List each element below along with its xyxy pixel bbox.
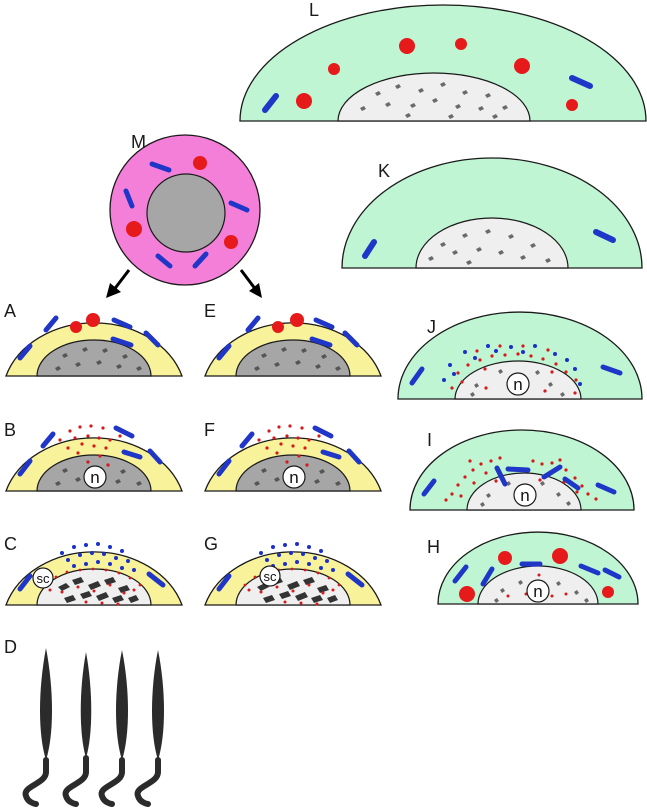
panel-k-chromatin bbox=[428, 229, 551, 265]
panel-c-chromosome-marks bbox=[48, 583, 136, 606]
panel-j: n J bbox=[397, 311, 643, 400]
panel-a-granules bbox=[70, 313, 100, 333]
panel-e-granules bbox=[272, 313, 304, 333]
panel-d-letter: D bbox=[4, 637, 17, 657]
panel-b-nucleolus bbox=[83, 465, 107, 489]
panel-m-rods bbox=[123, 161, 250, 269]
sperm-cell bbox=[22, 648, 52, 807]
arrow-to-a bbox=[106, 269, 131, 298]
panel-e-nucleus bbox=[235, 339, 351, 377]
panel-h-red-marks bbox=[506, 573, 568, 598]
panel-c-rods bbox=[17, 571, 166, 592]
panel-e-rods bbox=[216, 315, 360, 361]
panel-j-nucleolus-label: n bbox=[513, 375, 522, 394]
panel-b-red-dots bbox=[58, 424, 122, 467]
sperm-cell bbox=[134, 650, 164, 807]
panel-k: K bbox=[341, 157, 643, 269]
panel-b-nucleolus-label: n bbox=[90, 468, 99, 487]
panel-a-letter: A bbox=[4, 301, 16, 321]
panel-j-letter: J bbox=[427, 317, 436, 337]
panel-i-nucleolus-label: n bbox=[520, 486, 529, 505]
panel-l-granules bbox=[296, 38, 578, 111]
panel-e-letter: E bbox=[204, 301, 216, 321]
panel-k-letter: K bbox=[378, 161, 390, 181]
panel-k-cytoplasm bbox=[341, 157, 643, 269]
panel-c-letter: C bbox=[4, 534, 17, 554]
panel-j-chromatin bbox=[470, 369, 565, 397]
panel-f-nucleolus bbox=[282, 465, 306, 489]
panel-g-sc-label: sc bbox=[264, 569, 278, 584]
panel-a-nucleus bbox=[36, 339, 152, 377]
panel-b-letter: B bbox=[4, 420, 16, 440]
panel-i-red-dots bbox=[444, 456, 598, 502]
panel-k-nucleus bbox=[415, 217, 569, 269]
panel-l-cytoplasm bbox=[239, 4, 647, 122]
panel-h-nucleolus-label: n bbox=[533, 582, 542, 601]
sperm-cell bbox=[98, 650, 128, 807]
panel-j-cytoplasm bbox=[397, 311, 643, 400]
panel-g: sc G bbox=[204, 534, 382, 606]
panel-f-letter: F bbox=[204, 420, 215, 440]
panel-f-chromatin bbox=[254, 468, 341, 486]
arrow-to-e bbox=[239, 269, 262, 298]
panel-f-rods bbox=[216, 425, 362, 477]
panel-l-rods bbox=[262, 75, 593, 113]
panel-h-rods bbox=[452, 561, 622, 587]
panel-k-rods bbox=[362, 229, 616, 259]
sperm-cell bbox=[62, 652, 92, 807]
panel-c-sc-body bbox=[32, 567, 54, 589]
panel-i-letter: I bbox=[427, 430, 432, 450]
panel-b-rods bbox=[17, 425, 163, 477]
panel-a: A bbox=[4, 301, 183, 377]
panel-l-letter: L bbox=[309, 0, 319, 20]
panel-g-chromosome-marks bbox=[247, 583, 335, 606]
panel-j-nucleolus bbox=[506, 372, 530, 396]
panel-m-granules bbox=[126, 156, 238, 249]
panel-e-chromatin bbox=[254, 347, 341, 371]
panel-g-letter: G bbox=[204, 534, 218, 554]
panel-h: n H bbox=[427, 531, 639, 605]
panel-c-chromosomes bbox=[58, 577, 139, 603]
panel-f-red-dots bbox=[257, 424, 321, 467]
panel-g-rods bbox=[216, 571, 365, 592]
panel-h-chromatin bbox=[494, 580, 589, 603]
panel-c: sc C bbox=[4, 534, 183, 606]
panel-m: M bbox=[109, 132, 261, 286]
panel-i: n I bbox=[409, 429, 635, 511]
panel-b: n B bbox=[4, 420, 183, 492]
panel-h-letter: H bbox=[427, 537, 440, 557]
panel-g-sc-body bbox=[259, 565, 281, 587]
panel-i-rods bbox=[421, 464, 617, 497]
panel-l-chromatin bbox=[360, 82, 508, 119]
panel-l: L bbox=[239, 0, 647, 122]
panel-m-letter: M bbox=[131, 132, 146, 152]
panel-c-sc-label: sc bbox=[37, 571, 51, 586]
panel-d: D bbox=[4, 637, 164, 807]
panel-c-blue-dots bbox=[60, 542, 136, 572]
panel-j-blue-dots bbox=[442, 344, 582, 386]
panel-j-red-dots bbox=[450, 344, 578, 395]
panel-a-chromatin bbox=[55, 347, 142, 371]
panel-h-nucleolus bbox=[526, 579, 550, 603]
panel-e: E bbox=[204, 301, 382, 377]
panel-j-rods bbox=[409, 364, 623, 386]
panel-f: n F bbox=[204, 420, 382, 492]
panel-h-granules bbox=[459, 548, 614, 602]
panel-b-chromatin bbox=[55, 468, 142, 486]
panel-i-nucleolus bbox=[513, 483, 537, 507]
panel-a-rods bbox=[17, 315, 161, 361]
panel-m-nucleus bbox=[146, 173, 226, 253]
panel-f-nucleolus-label: n bbox=[289, 468, 298, 487]
panel-c-red-edge-dots bbox=[44, 567, 142, 587]
